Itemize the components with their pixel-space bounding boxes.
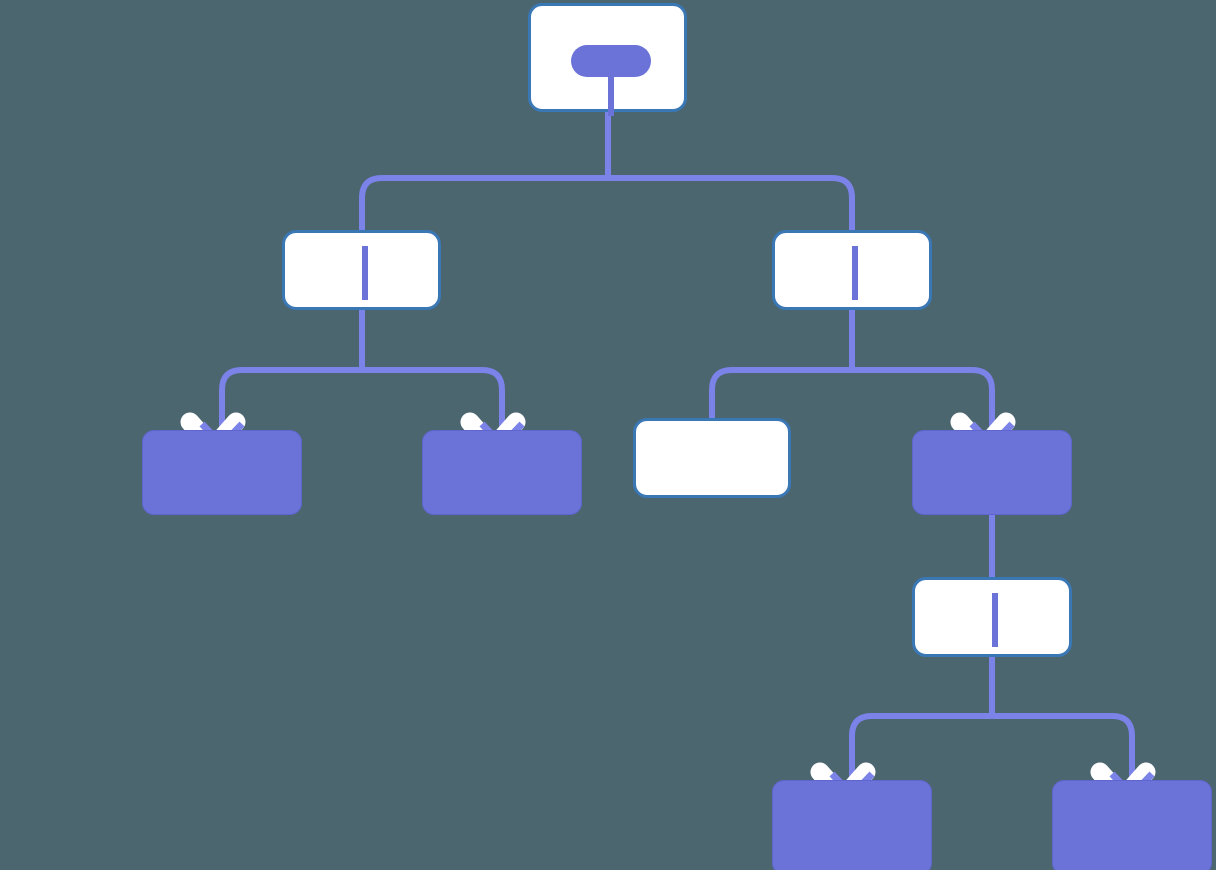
branch-node-purple[interactable] [912, 430, 1072, 515]
sub-branch-bar-icon [992, 593, 998, 647]
leaf-node-1[interactable] [142, 430, 302, 515]
branch-left-bar-icon [362, 246, 368, 300]
edge-branch-right-to-terminal [709, 367, 852, 418]
leaf-node-3[interactable] [772, 780, 932, 870]
root-node[interactable] [528, 3, 687, 116]
edge-branch-right-to-branch-purple [852, 367, 995, 428]
branch-node-right[interactable] [772, 230, 932, 310]
terminal-node-white[interactable] [633, 418, 791, 498]
branch-right-bar-icon [852, 246, 858, 300]
sub-branch-node[interactable] [912, 577, 1072, 657]
edge-root-to-branch-left [359, 175, 608, 230]
leaf-node-2[interactable] [422, 430, 582, 515]
edge-root-to-branch-right [608, 175, 855, 230]
branch-node-left[interactable] [282, 230, 441, 310]
root-stem-icon [608, 71, 614, 116]
leaf-node-4[interactable] [1052, 780, 1212, 870]
edge-sub-branch-to-leaf-4 [992, 713, 1135, 778]
edge-sub-branch-to-leaf-3 [849, 713, 992, 778]
edge-branch-left-to-leaf-2 [362, 367, 505, 428]
edge-branch-left-to-leaf-1 [219, 367, 362, 428]
